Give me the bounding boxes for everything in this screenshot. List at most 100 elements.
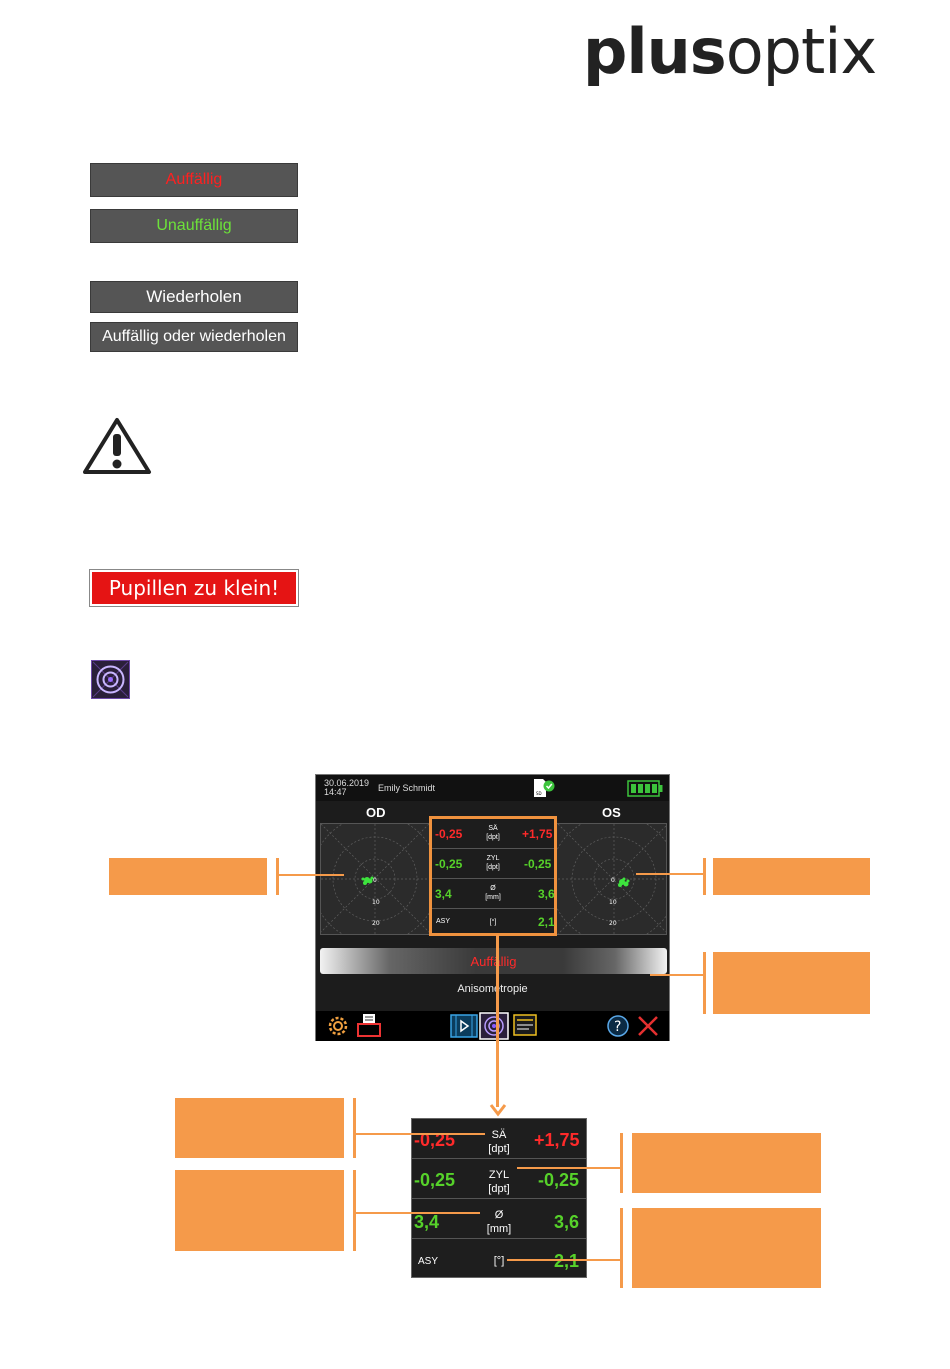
row-sph-unit: [dpt] xyxy=(486,834,500,841)
zoom-pupil-unit: [mm] xyxy=(486,1223,512,1235)
report-icon[interactable] xyxy=(513,1014,539,1038)
od-tick-20: 20 xyxy=(372,920,380,927)
row-sph-label: SÄ xyxy=(488,825,498,832)
os-tick-10: 10 xyxy=(609,899,617,906)
os-label: OS xyxy=(602,805,621,820)
zoom-asy-label: ASY xyxy=(418,1256,439,1267)
callout-line-sph xyxy=(355,1133,485,1135)
sd-card-icon: SD xyxy=(534,779,555,797)
row-asy-unit: [°] xyxy=(489,919,497,926)
row-pupil-label: Ø xyxy=(490,885,496,892)
logo-optix: optix xyxy=(725,15,878,88)
table-row: -0,25 SÄ [dpt] +1,75 xyxy=(412,1119,586,1159)
wiederholen-label: Wiederholen xyxy=(146,287,242,306)
patient-name: Emily Schmidt xyxy=(378,783,436,793)
result-bar: Auffällig xyxy=(320,948,667,974)
battery-level-fill xyxy=(631,784,657,793)
help-icon[interactable]: ? xyxy=(606,1014,630,1038)
od-tick-0: 0 xyxy=(373,877,377,884)
video-icon[interactable] xyxy=(450,1013,478,1039)
row-sph-od: -0,25 xyxy=(435,827,463,841)
zoom-asy-unit: [°] xyxy=(493,1255,505,1267)
callout-line-pupil xyxy=(355,1212,480,1214)
zoom-sph-label: SÄ xyxy=(491,1129,507,1141)
device-date: 30.06.2019 xyxy=(324,778,370,788)
row-pupil-od: 3,4 xyxy=(435,887,452,901)
row-cyl-os: -0,25 xyxy=(524,857,552,871)
row-pupil-os: 3,6 xyxy=(538,887,555,901)
table-row: 3,4 Ø [mm] 3,6 xyxy=(412,1199,586,1239)
callout-line-cyl xyxy=(517,1167,621,1169)
table-row: ASY [°] 2,1 xyxy=(412,1239,586,1278)
zoom-cyl-os: -0,25 xyxy=(538,1170,580,1190)
zoom-asy-os: 2,1 xyxy=(554,1251,580,1271)
callout-box-pupil xyxy=(175,1170,344,1251)
row-sph-os: +1,75 xyxy=(522,827,553,841)
target-icon xyxy=(91,660,130,699)
svg-text:?: ? xyxy=(614,1019,621,1035)
row-cyl-od: -0,25 xyxy=(435,857,463,871)
pupillen-zu-klein-banner: Pupillen zu klein! xyxy=(89,569,299,607)
zoom-cyl-od: -0,25 xyxy=(414,1170,456,1190)
sd-card-label: SD xyxy=(536,791,542,796)
callout-box-asy xyxy=(632,1208,821,1288)
auffaellig-label: Auffällig xyxy=(165,171,223,188)
device-bottom-bar: ? xyxy=(316,1011,669,1041)
callout-box-od xyxy=(109,858,267,895)
callout-line-asy xyxy=(507,1259,621,1261)
device-screen: 30.06.2019 14:47 Emily Schmidt SD OD OS xyxy=(315,774,670,1041)
callout-bracket-result xyxy=(703,952,706,1014)
battery-icon xyxy=(627,780,663,797)
os-tick-20: 20 xyxy=(609,920,617,927)
row-asy-label: ASY xyxy=(436,918,451,925)
logo-plus: plus xyxy=(583,15,727,88)
wiederholen-button: Wiederholen xyxy=(90,281,298,313)
callout-box-cyl xyxy=(632,1133,821,1193)
callout-line-od xyxy=(278,874,344,876)
zoom-cyl-label: ZYL xyxy=(488,1169,510,1181)
results-table: -0,25 SÄ [dpt] +1,75 -0,25 ZYL [dpt] -0,… xyxy=(429,816,557,936)
zoom-pupil-od: 3,4 xyxy=(414,1212,440,1232)
zoom-sph-os: +1,75 xyxy=(534,1130,580,1150)
zoom-pupil-os: 3,6 xyxy=(554,1212,580,1232)
table-row: -0,25 ZYL [dpt] -0,25 xyxy=(432,849,554,879)
os-tick-0: 0 xyxy=(611,877,615,884)
callout-box-result xyxy=(713,952,870,1014)
zoom-cyl-unit: [dpt] xyxy=(488,1183,510,1195)
pupillen-zu-klein-label: Pupillen zu klein! xyxy=(108,576,280,600)
auffaellig-button: Auffällig xyxy=(90,163,298,197)
row-asy-os: 2,1 xyxy=(538,915,555,929)
table-row: ASY [°] 2,1 xyxy=(432,909,555,938)
zoomed-results-table: -0,25 SÄ [dpt] +1,75 -0,25 ZYL [dpt] -0,… xyxy=(411,1118,587,1278)
result-label: Auffällig xyxy=(470,953,517,969)
warning-icon xyxy=(83,418,151,474)
od-tick-10: 10 xyxy=(372,899,380,906)
auffaellig-oder-wiederholen-button: Auffällig oder wiederholen xyxy=(90,322,298,352)
callout-bracket-pupil xyxy=(353,1170,356,1251)
row-cyl-label: ZYL xyxy=(486,855,500,862)
print-icon[interactable] xyxy=(356,1013,382,1039)
zoom-pupil-label: Ø xyxy=(494,1209,504,1221)
callout-line-result xyxy=(650,974,704,976)
callout-bracket-cyl xyxy=(620,1133,623,1193)
zoom-connector-line xyxy=(496,935,499,1107)
settings-icon[interactable] xyxy=(326,1014,350,1038)
zoom-sph-unit: [dpt] xyxy=(488,1143,510,1155)
device-top-bar: 30.06.2019 14:47 Emily Schmidt SD xyxy=(316,775,669,801)
unauffaellig-label: Unauffällig xyxy=(156,217,232,234)
callout-line-os xyxy=(636,873,704,875)
callout-bracket-asy xyxy=(620,1208,623,1288)
device-time: 14:47 xyxy=(324,787,347,797)
row-cyl-unit: [dpt] xyxy=(486,864,500,871)
arrow-down-icon xyxy=(489,1104,507,1117)
callout-bracket-os xyxy=(703,858,706,895)
callout-box-sph xyxy=(175,1098,344,1158)
table-row: -0,25 SÄ [dpt] +1,75 xyxy=(432,819,554,849)
plusoptix-logo: plusoptix xyxy=(583,14,877,94)
diagnosis-label: Anisometropie xyxy=(457,983,528,995)
close-icon[interactable] xyxy=(636,1014,660,1038)
unauffaellig-button: Unauffällig xyxy=(90,209,298,243)
target-icon[interactable] xyxy=(479,1012,509,1040)
auffaellig-oder-wiederholen-label: Auffällig oder wiederholen xyxy=(102,328,286,345)
callout-bracket-sph xyxy=(353,1098,356,1158)
